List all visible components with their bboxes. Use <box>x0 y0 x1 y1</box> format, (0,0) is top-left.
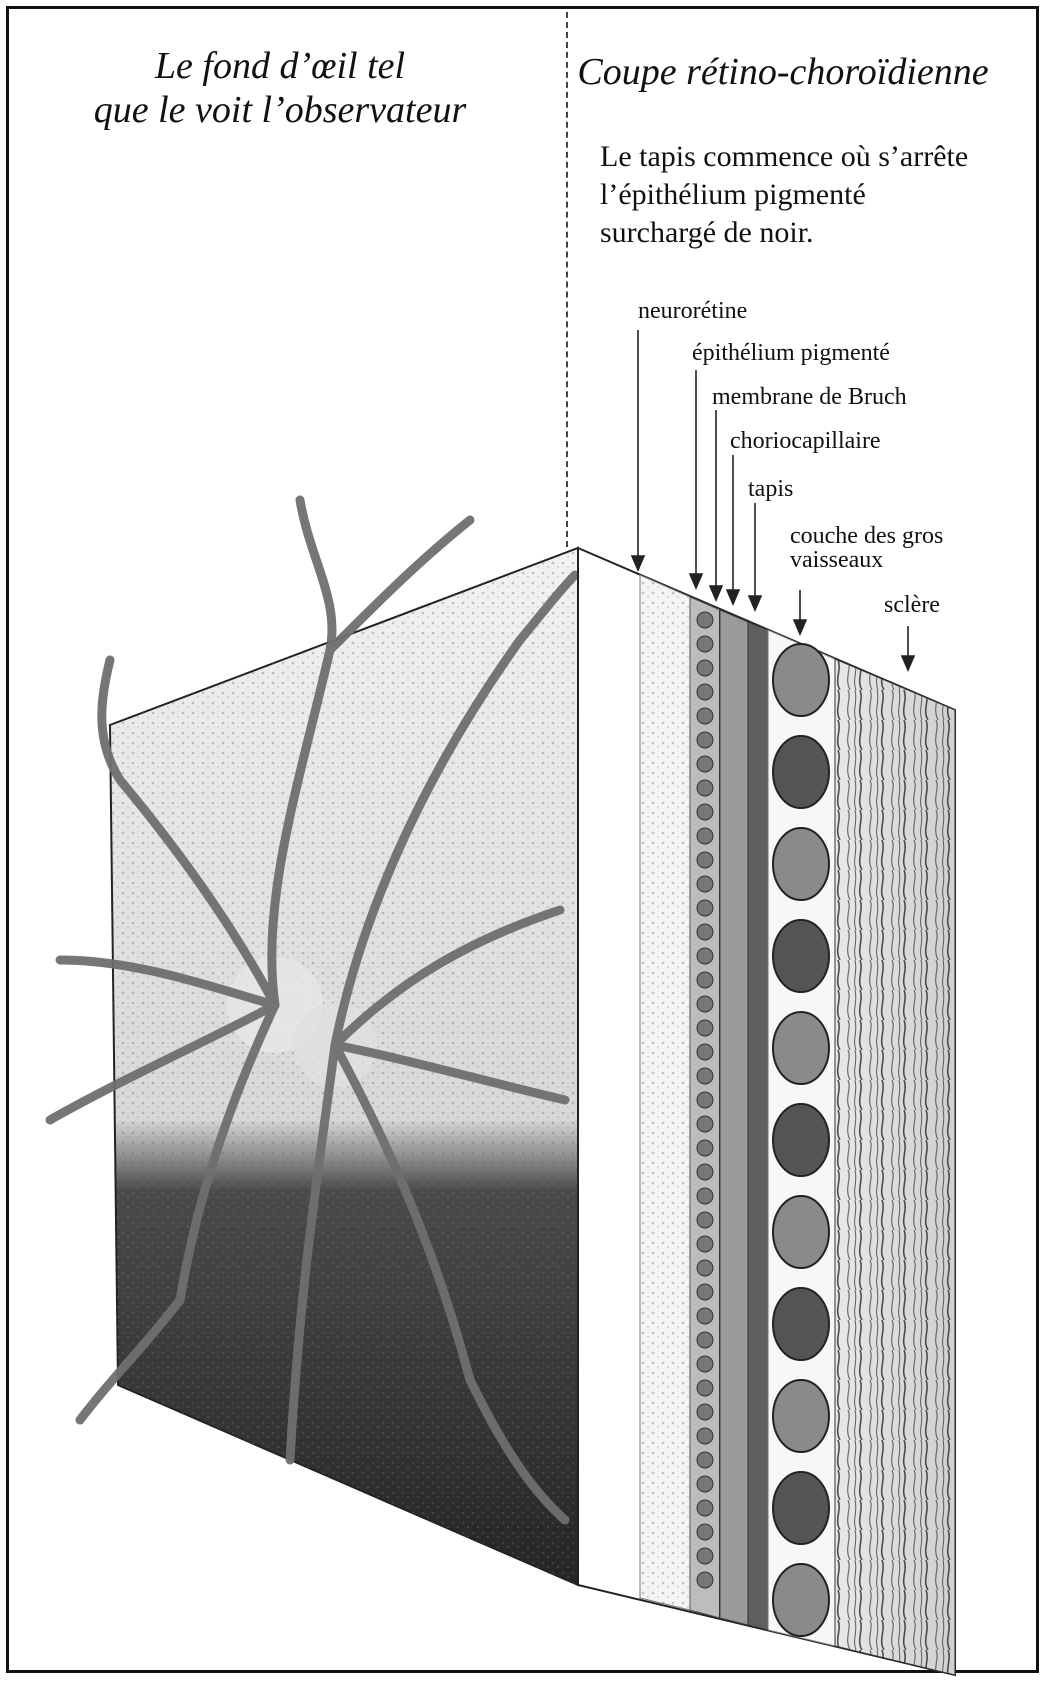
pigment-cell <box>697 948 713 964</box>
pigment-cell <box>697 1284 713 1300</box>
pigment-cell <box>697 684 713 700</box>
large-vessel-section <box>773 736 829 808</box>
large-vessel-section <box>773 1472 829 1544</box>
large-vessel-section <box>773 1196 829 1268</box>
pigment-cell <box>697 1092 713 1108</box>
pigment-cell <box>697 1500 713 1516</box>
pigment-cell <box>697 1188 713 1204</box>
pigment-cell <box>697 1452 713 1468</box>
label-membrane-de-bruch: membrane de Bruch <box>712 384 907 410</box>
pigment-cell <box>697 804 713 820</box>
pigment-cell <box>697 756 713 772</box>
large-vessel-section <box>773 1564 829 1636</box>
pigment-cell <box>697 852 713 868</box>
pigment-cell <box>697 732 713 748</box>
pigment-cell <box>697 708 713 724</box>
pigment-cell <box>697 612 713 628</box>
pigment-cell <box>697 1020 713 1036</box>
label-tapis: tapis <box>748 476 793 502</box>
pigment-cell <box>697 1524 713 1540</box>
pigment-cell <box>697 1044 713 1060</box>
cross-section-face <box>578 548 955 1675</box>
pigment-cell <box>697 1236 713 1252</box>
pigment-cell <box>697 900 713 916</box>
large-vessel-section <box>773 1288 829 1360</box>
pigment-cell <box>697 972 713 988</box>
large-vessel-section <box>773 1012 829 1084</box>
large-vessel-section <box>773 920 829 992</box>
choroid-large-vessels <box>773 644 829 1636</box>
epithelium-cells <box>697 612 713 1588</box>
large-vessel-section <box>773 828 829 900</box>
label-choriocapillaire: choriocapillaire <box>730 428 881 454</box>
pigment-cell <box>697 924 713 940</box>
pigment-cell <box>697 1476 713 1492</box>
pigment-cell <box>697 1572 713 1588</box>
pigment-cell <box>697 1260 713 1276</box>
pigment-cell <box>697 1068 713 1084</box>
pigment-cell <box>697 636 713 652</box>
pigment-cell <box>697 1116 713 1132</box>
pigment-cell <box>697 828 713 844</box>
pigment-cell <box>697 1404 713 1420</box>
pigment-cell <box>697 1548 713 1564</box>
pigment-cell <box>697 1380 713 1396</box>
pigment-cell <box>697 996 713 1012</box>
pigment-cell <box>697 1140 713 1156</box>
pigment-cell <box>697 1164 713 1180</box>
pigment-cell <box>697 1428 713 1444</box>
label-epithelium-pigmente: épithélium pigmenté <box>692 340 890 366</box>
pigment-cell <box>697 1212 713 1228</box>
large-vessel-section <box>773 1380 829 1452</box>
pigment-cell <box>697 780 713 796</box>
label-neuroretine: neurorétine <box>638 298 747 324</box>
large-vessel-section <box>773 1104 829 1176</box>
label-sclere: sclère <box>884 592 940 618</box>
pigment-cell <box>697 660 713 676</box>
pigment-cell <box>697 1356 713 1372</box>
pigment-cell <box>697 876 713 892</box>
large-vessel-section <box>773 644 829 716</box>
retinal-vessel <box>300 500 332 650</box>
label-couche-des-gros-vaisseaux: couche des gros vaisseaux <box>790 524 943 572</box>
pigment-cell <box>697 1332 713 1348</box>
pigment-cell <box>697 1308 713 1324</box>
